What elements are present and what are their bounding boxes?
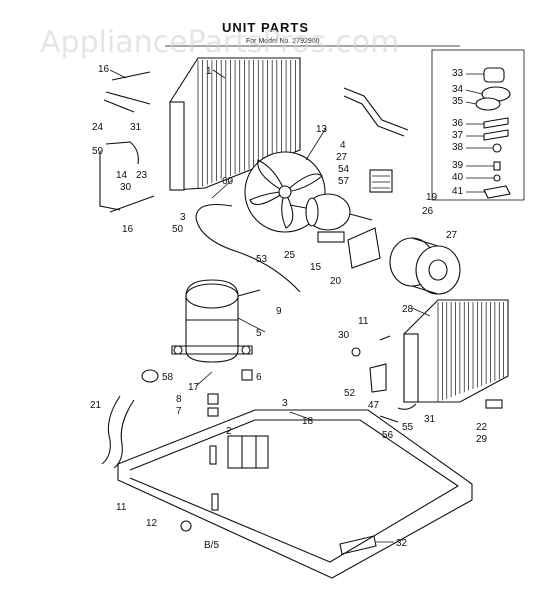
callout-28: 28 [402,304,414,315]
callout-16b: 16 [122,224,134,235]
callout-21: 21 [90,400,102,411]
callout-19: 19 [426,192,438,203]
callout-2: 2 [226,426,232,437]
motor-mount-bracket [343,87,409,193]
callout-60: 60 [222,176,234,187]
callout-33: 33 [452,68,464,79]
base-bolts [180,445,219,532]
callout-8: 8 [176,394,182,405]
callout-38: 38 [452,142,464,153]
evaporator-coil [403,299,509,403]
callout-3: 3 [180,212,186,223]
callout-58: 58 [162,372,174,383]
callout-27: 27 [336,152,348,163]
callout-26: 26 [422,206,434,217]
callout-37: 37 [452,130,464,141]
callout-24: 24 [92,122,104,133]
callout-57: 57 [338,176,350,187]
callout-31: 31 [130,122,142,133]
terminal-cover [141,369,253,383]
callout-53: 53 [256,254,268,265]
compressor [171,279,261,363]
wire-harness [101,395,121,465]
base-pan [117,409,473,579]
callout-36: 36 [452,118,464,129]
callout-7: 7 [176,406,182,417]
callout-29: 29 [476,434,488,445]
orifice-bracket [347,227,381,269]
callout-52: 52 [344,388,356,399]
callout-30: 30 [120,182,132,193]
callout-12: 12 [146,518,158,529]
callout-56: 56 [382,430,394,441]
callout-47: 47 [368,400,380,411]
leader-lines [109,69,494,543]
callout-1: 1 [206,66,212,77]
callout-31b: 31 [424,414,436,425]
callout-labels: 16 24 31 59 14 30 23 16 3 50 1 13 4 27 5… [90,64,488,551]
base-handle [339,535,377,555]
callout-59: 59 [92,146,104,157]
callout-b5: B/5 [204,540,219,551]
callout-32: 32 [396,538,408,549]
callout-6: 6 [256,372,262,383]
callout-30b: 30 [338,330,350,341]
callout-27b: 27 [446,230,458,241]
diagram-title: UNIT PARTS [222,20,309,35]
callout-40: 40 [452,172,464,183]
callout-4: 4 [340,140,346,151]
callout-3b: 3 [282,398,288,409]
watermark-text: AppliancePartsPros.com [40,25,399,60]
callout-25: 25 [284,250,296,261]
callout-20: 20 [330,276,342,287]
model-line: For Model No. 2792900 [246,38,320,45]
callout-54: 54 [338,164,350,175]
suction-tube [195,203,301,293]
callout-35: 35 [452,96,464,107]
callout-23: 23 [136,170,148,181]
callout-17: 17 [188,382,200,393]
left-side-fittings [99,71,155,213]
capacitor-hardware-group [431,49,525,201]
blower-wheel [389,237,461,295]
callout-55: 55 [402,422,414,433]
fan-motor [289,193,373,243]
fan-blade-assembly [244,151,326,233]
callout-22: 22 [476,422,488,433]
callout-15: 15 [310,262,322,273]
callout-18: 18 [302,416,314,427]
callout-14: 14 [116,170,128,181]
grommet-stack [207,393,219,417]
evaporator-fittings [351,335,503,423]
wire-harness-second [113,399,135,469]
callout-41: 41 [452,186,464,197]
callout-13: 13 [316,124,328,135]
callout-16: 16 [98,64,110,75]
callout-5: 5 [256,328,262,339]
callout-34: 34 [452,84,464,95]
callout-11b: 11 [358,316,369,327]
callout-39: 39 [452,160,464,171]
callout-9: 9 [276,306,282,317]
callout-11: 11 [116,502,127,513]
callout-50: 50 [172,224,184,235]
